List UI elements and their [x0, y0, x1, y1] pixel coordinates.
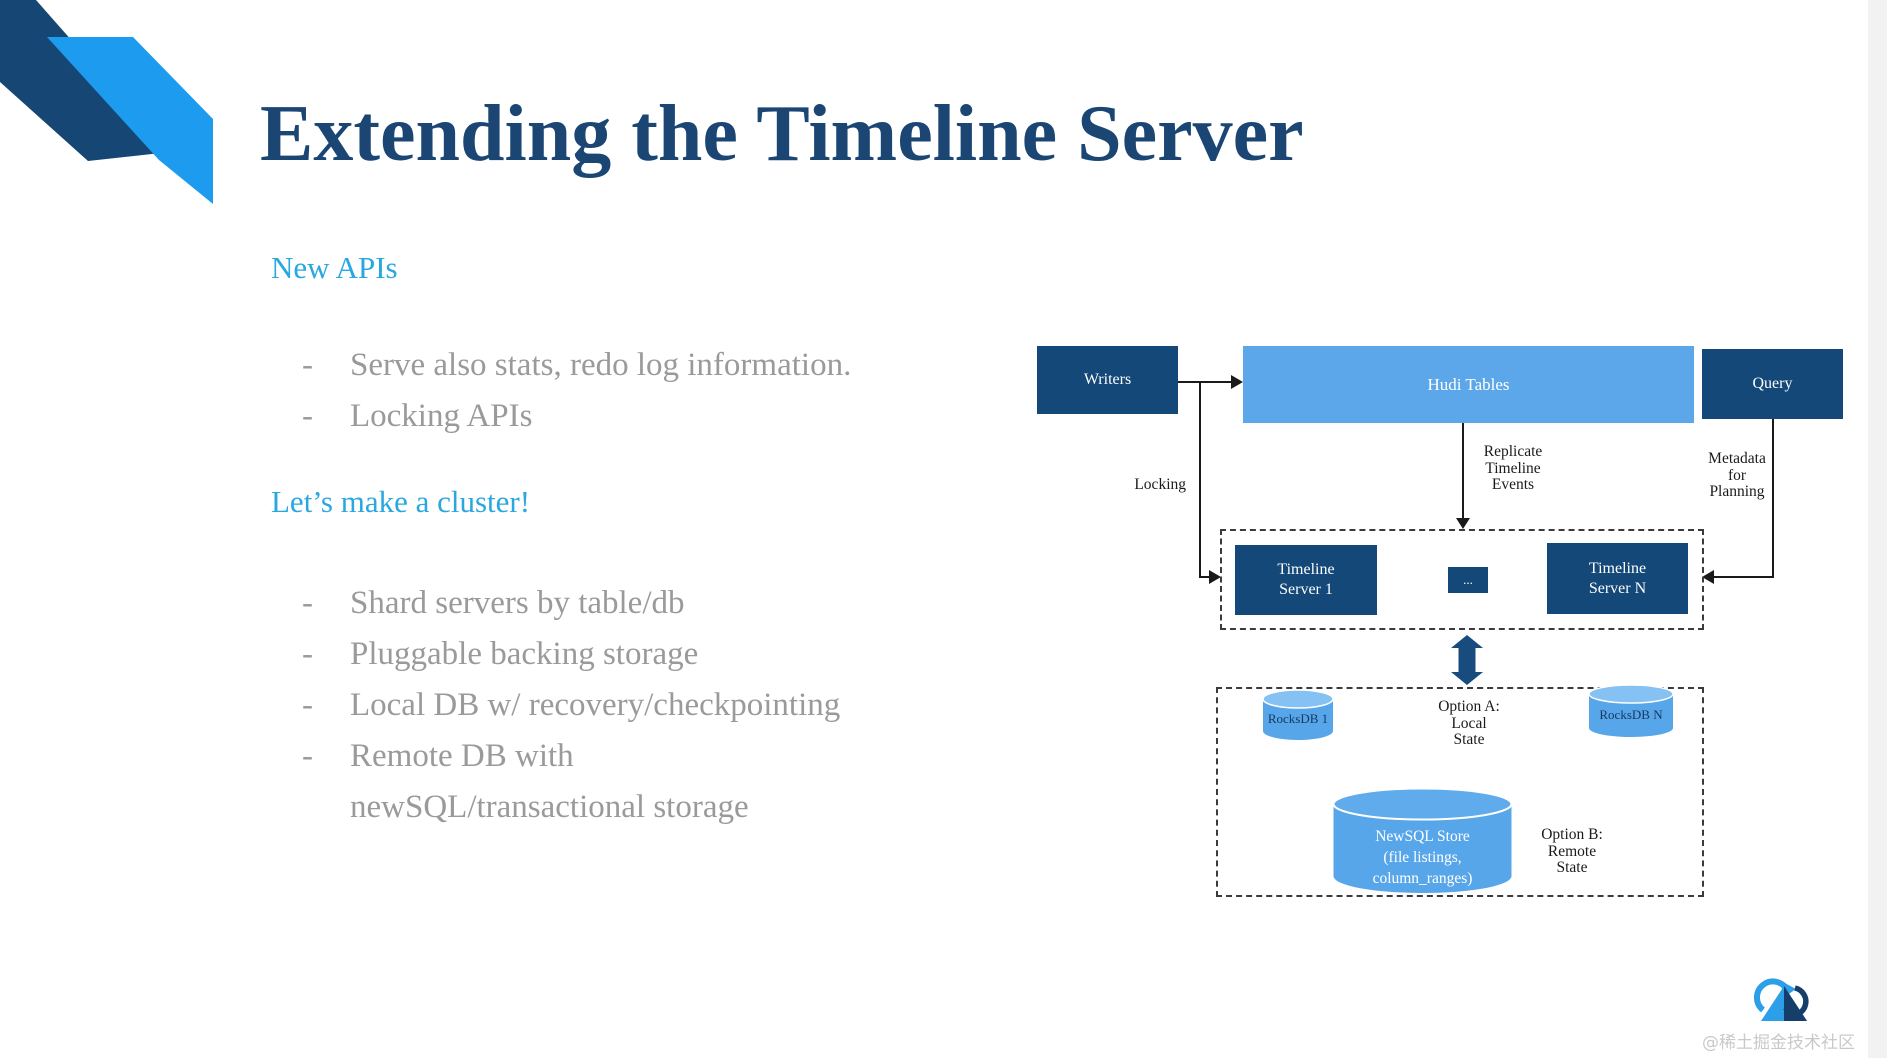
bullet-dash: - [302, 585, 313, 621]
replicate-label: Replicate Timeline Events [1483, 443, 1543, 494]
bullet-list-new-apis: - Serve also stats, redo log information.… [302, 340, 851, 442]
bullet-dash: - [302, 347, 313, 383]
bullet-dash: - [302, 687, 313, 723]
replicate-arrowhead [1456, 518, 1470, 529]
bullet-row: - Locking APIs [302, 391, 851, 442]
locking-line-vertical [1199, 382, 1201, 578]
heading-make-a-cluster: Let’s make a cluster! [271, 484, 531, 519]
slide-edge [1868, 0, 1887, 1058]
locking-label: Locking [1134, 476, 1186, 493]
bullet-row: - Pluggable backing storage [302, 629, 840, 680]
metadata-label: Metadata for Planning [1708, 450, 1766, 501]
bullet-text: Serve also stats, redo log information. [350, 347, 852, 383]
cylinder-shape [1332, 787, 1513, 893]
cylinder-shape [1262, 689, 1334, 740]
bullet-text: Remote DB with [350, 738, 574, 774]
hudi-tables-box: Hudi Tables [1243, 346, 1694, 423]
query-box: Query [1702, 349, 1843, 419]
timeline-server-1-box: Timeline Server 1 [1235, 545, 1377, 615]
state-options-group [1216, 687, 1704, 897]
bullet-row: - Remote DB with [302, 731, 840, 782]
locking-arrowhead [1209, 570, 1221, 584]
timeline-servers-group [1220, 529, 1704, 630]
metadata-line-vertical [1772, 419, 1774, 578]
rocksdb-n-label: RocksDB N [1599, 707, 1663, 722]
bullet-dash: - [302, 636, 313, 672]
rocksdb-1-cylinder: RocksDB 1 [1262, 689, 1334, 741]
locking-line-horizontal [1199, 576, 1211, 578]
bullet-row: - Shard servers by table/db [302, 578, 840, 629]
cylinder-shape [1588, 684, 1674, 737]
bullet-text: Pluggable backing storage [350, 636, 699, 672]
heading-new-apis: New APIs [271, 250, 398, 285]
writers-hudi-line [1178, 381, 1232, 383]
bullet-row: - Local DB w/ recovery/checkpointing [302, 680, 840, 731]
rocksdb-n-cylinder: RocksDB N [1588, 684, 1674, 738]
metadata-arrowhead [1702, 570, 1714, 584]
metadata-line-horizontal [1713, 576, 1774, 578]
watermark-text: @稀土掘金技术社区 [1702, 1033, 1855, 1053]
hudi-logo [1754, 978, 1809, 1021]
bullet-text: Local DB w/ recovery/checkpointing [350, 687, 841, 723]
timeline-server-n-box: Timeline Server N [1547, 543, 1688, 614]
newsql-store-label: NewSQL Store (file listings, column_rang… [1372, 828, 1473, 887]
timeline-server-dots-box: ... [1448, 567, 1488, 593]
newsql-store-cylinder: NewSQL Store (file listings, column_rang… [1332, 787, 1513, 894]
double-arrow [1451, 635, 1483, 685]
bullet-row: newSQL/transactional storage [302, 782, 840, 833]
bullet-list-cluster: - Shard servers by table/db - Pluggable ba… [302, 578, 840, 833]
slide-title: Extending the Timeline Server [260, 90, 1304, 178]
writers-box: Writers [1037, 346, 1178, 414]
replicate-line [1462, 423, 1464, 519]
bullet-text: Locking APIs [350, 398, 533, 434]
rocksdb-1-label: RocksDB 1 [1267, 711, 1329, 726]
writers-hudi-arrowhead [1231, 375, 1243, 389]
bullet-dash: - [302, 738, 313, 774]
option-b-label: Option B: Remote State [1541, 826, 1603, 877]
corner-ribbon-decoration [0, 0, 213, 204]
bullet-text: newSQL/transactional storage [350, 789, 749, 825]
bullet-dash: - [302, 398, 313, 434]
bullet-row: - Serve also stats, redo log information. [302, 340, 851, 391]
option-a-label: Option A: Local State [1438, 698, 1500, 749]
bullet-text: Shard servers by table/db [350, 585, 685, 621]
